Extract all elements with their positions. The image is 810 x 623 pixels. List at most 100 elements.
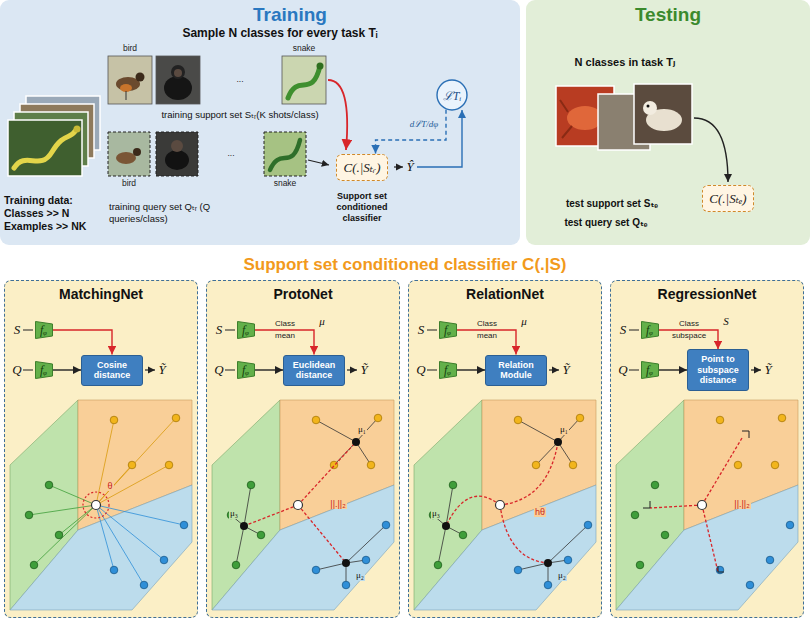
annotation: μ₂ (355, 571, 365, 581)
loss-circle: ℒTᵢ (436, 79, 468, 111)
matching-illustration (92, 501, 101, 510)
annotation: training query set Qₜᵣ (Q queries/class) (109, 201, 227, 225)
support-image (174, 69, 182, 77)
label-holder: Sample N classes for every task Tᵢ (182, 27, 377, 41)
label-holder: μ₂ (355, 571, 365, 581)
annotation: bird (123, 44, 137, 54)
support-image (317, 63, 324, 70)
annotation: μ (521, 315, 527, 328)
annotation: Support set conditioned classifier (331, 191, 393, 224)
connector (376, 110, 446, 154)
flow-arrow (308, 80, 462, 167)
flow-arrow (394, 166, 403, 167)
annotation: ... (227, 149, 234, 159)
proto-illustration (240, 438, 360, 567)
query-image (156, 132, 198, 176)
connector (53, 330, 112, 355)
label-holder: S (216, 323, 223, 338)
annotation: S (14, 323, 21, 338)
annotation: S (418, 323, 425, 338)
label-holder: S (723, 315, 729, 328)
support-image (108, 56, 326, 104)
annotation: Q (12, 363, 21, 378)
encoder-box: fᵩ (641, 321, 659, 339)
node-label: Relation Module (490, 360, 542, 381)
connector (457, 369, 485, 370)
label-holder: S (14, 323, 21, 338)
metric-box: Point to subspace distance (687, 349, 749, 391)
relation-illustration (414, 400, 596, 610)
encoder-shape (238, 322, 255, 339)
annotation: Ỹ (764, 363, 771, 378)
query-image (108, 132, 306, 176)
flow-arrow (417, 110, 462, 167)
encoder-box: fᵩ (439, 321, 457, 339)
dataset-stack (14, 130, 76, 168)
annotation: μ₃ (229, 509, 239, 519)
encoder-shape (238, 362, 255, 379)
panel-title: RegressionNet (610, 280, 804, 302)
matching-illustration (25, 414, 188, 589)
label-holder: snake (293, 44, 316, 54)
flow-arrow (328, 80, 347, 150)
title-holder: Support set conditioned classifier C(.|S… (243, 255, 566, 275)
test-image (556, 84, 728, 182)
encoder-shape (36, 322, 53, 339)
matching-illustration (10, 330, 192, 610)
annotation: S (216, 323, 223, 338)
label-holder: Ỹ (158, 363, 165, 378)
matching-illustration (96, 418, 176, 505)
relation-illustration (414, 330, 596, 610)
label-holder: dℒT/dφ (410, 119, 439, 129)
annotation: Ỹ (158, 363, 165, 378)
node-label: fᵩ (242, 323, 249, 337)
label-holder: Training data: Classes >> N Examples >> … (4, 194, 104, 233)
node-label: fᵩ (444, 363, 451, 377)
label-holder: Q (12, 363, 21, 378)
annotation: Ŷ (406, 160, 413, 175)
proto-illustration (294, 501, 303, 510)
label-holder: Q (618, 363, 627, 378)
node-label: Euclidean distance (288, 360, 340, 381)
support-image (282, 56, 326, 104)
encoder-box: fᵩ (35, 321, 53, 339)
label-holder: Ŷ (406, 160, 413, 175)
flow-arrow (308, 160, 329, 165)
node-label: Point to subspace distance (692, 354, 744, 386)
annotation: Ỹ (562, 363, 569, 378)
label-holder: Ỹ (360, 363, 367, 378)
support-image (156, 56, 200, 104)
annotation: test support set Sₜₑ (566, 198, 658, 210)
encoder-box: fᵩ (641, 361, 659, 379)
panel-title: MatchingNet (4, 280, 198, 302)
label-holder: μ (319, 315, 325, 328)
matching-illustration (23, 330, 155, 370)
panel-title: Testing (526, 0, 810, 26)
connector (255, 369, 283, 370)
label-holder: Q (416, 363, 425, 378)
annotation: Class mean (275, 318, 295, 342)
connector (53, 369, 81, 370)
panel-title: RelationNet (408, 280, 602, 302)
dataset-stack (8, 120, 82, 176)
encoder-shape (642, 322, 659, 339)
label-holder: bird (122, 179, 136, 189)
label-holder: ... (236, 75, 243, 85)
panel-title: ProtoNet (206, 280, 400, 302)
annotation: Sample N classes for every task Tᵢ (182, 27, 377, 41)
classifier-box: C(.|Sₜᵣ) (336, 154, 387, 181)
encoder-box: fᵩ (35, 361, 53, 379)
encoder-shape (440, 322, 457, 339)
encoder-shape (36, 362, 53, 379)
proto-illustration (212, 330, 394, 610)
proto-illustration (227, 414, 390, 589)
label-holder: Q (214, 363, 223, 378)
annotation: Class mean (477, 318, 497, 342)
node-label: fᵩ (40, 323, 47, 337)
annotation: ||.||₂ (329, 499, 346, 509)
label-holder: ||.||₂ (733, 499, 750, 509)
relation-illustration (442, 438, 562, 567)
annotation: ||.||₂ (733, 499, 750, 509)
annotation: S (723, 315, 729, 328)
annotation: S (620, 323, 627, 338)
